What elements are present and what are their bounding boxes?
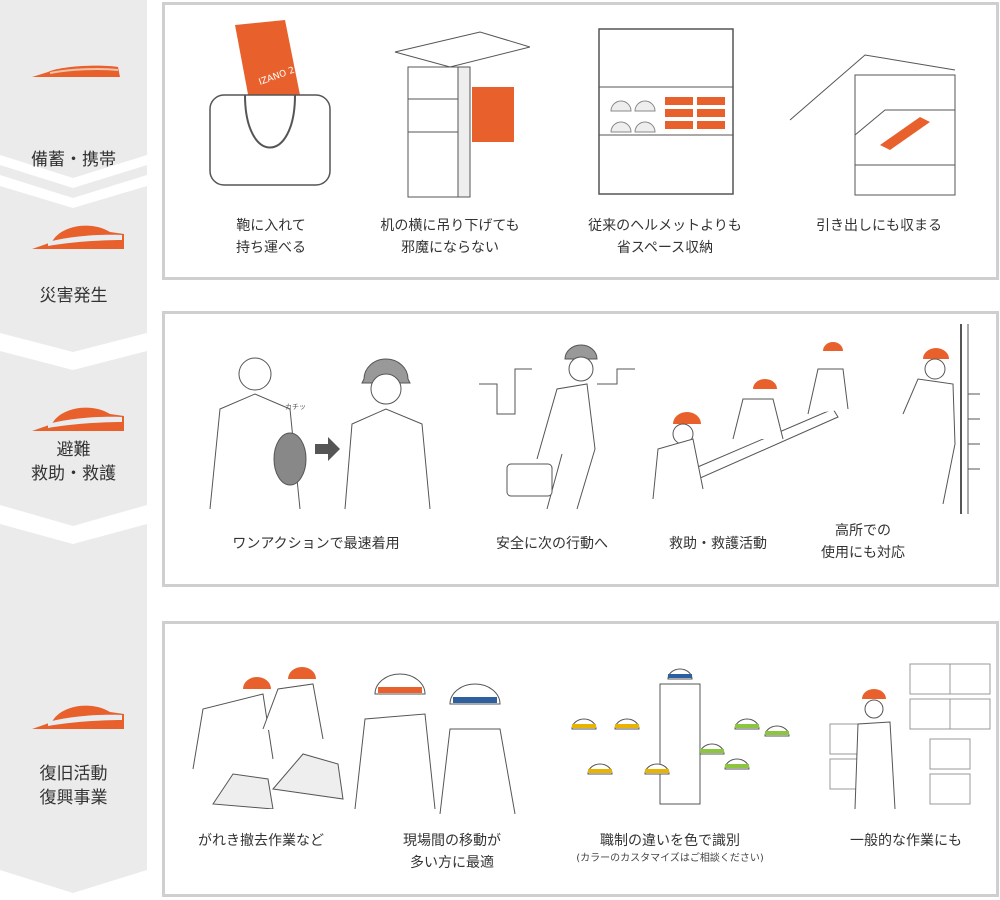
stage-text: 災害発生 [39, 286, 108, 306]
click-sound-text: カチッ [285, 403, 306, 411]
caption-text: 安全に次の行動へ [496, 536, 608, 552]
caption-text: 職制の違いを色で識別 [599, 833, 740, 849]
stage-text: 復興事業 [39, 788, 108, 808]
shelf-illustration [598, 28, 734, 195]
caption-text: 邪魔にならない [401, 240, 499, 256]
role-color-group-illustration [571, 668, 790, 805]
drawer-illustration [789, 54, 956, 196]
caption-text: 机の横に吊り下げても [380, 218, 520, 234]
caption-rescue: 救助・救護活動 [669, 533, 767, 555]
stage-text: 備蓄・携帯 [31, 150, 116, 170]
caption-text: 引き出しにも収まる [816, 218, 942, 234]
caption-text: 救助・救護活動 [669, 536, 767, 552]
caption-role-color: 職制の違いを色で識別 (カラーのカスタマイズはご相談ください) [576, 830, 764, 866]
stage-text: 救助・救護 [31, 464, 116, 484]
caption-note: (カラーのカスタマイズはご相談ください) [576, 853, 764, 864]
panel-recovery: がれき撤去作業など 現場間の移動が多い方に最適 職制の違いを色で識別 (カラーのカ… [162, 621, 999, 897]
caption-general-work: 一般的な作業にも [850, 830, 962, 852]
stage-label-evacuation: 避難救助・救護 [0, 438, 147, 486]
caption-text: 使用にも対応 [821, 545, 905, 561]
stage-text: 避難 [56, 440, 91, 460]
caption-text: 高所での [835, 523, 891, 539]
caption-text: 一般的な作業にも [850, 833, 962, 849]
climbing-ladder-illustration [902, 324, 980, 514]
helmet-icon [32, 407, 124, 431]
caption-drawer: 引き出しにも収まる [816, 215, 942, 237]
caption-space-saving: 従来のヘルメットよりも省スペース収納 [588, 215, 742, 259]
stage-label-stockpile: 備蓄・携帯 [0, 148, 147, 172]
caption-text: 従来のヘルメットよりも [588, 218, 742, 234]
caption-site-moving: 現場間の移動が多い方に最適 [403, 830, 501, 874]
wearing-helmet-illustration: カチッ [209, 357, 431, 509]
caption-text: がれき撤去作業など [198, 833, 324, 849]
caption-text: 鞄に入れて [236, 218, 306, 234]
caption-debris: がれき撤去作業など [198, 830, 324, 852]
desk-illustration [394, 31, 530, 198]
bag-illustration: IZANO 2 [209, 20, 331, 186]
caption-text: ワンアクションで最速着用 [232, 536, 400, 552]
caption-carry-in-bag: 鞄に入れて持ち運べる [236, 215, 306, 259]
caption-text: 多い方に最適 [410, 855, 494, 871]
stage-label-recovery: 復旧活動復興事業 [0, 762, 147, 810]
warehouse-work-illustration [829, 663, 991, 810]
debris-removal-illustration [192, 667, 344, 809]
rescue-stretcher-illustration [652, 342, 849, 500]
site-moving-illustration [354, 673, 516, 814]
caption-text: 現場間の移動が [403, 833, 501, 849]
panel-evacuation: カチッ ワンアクションで最速着用 安全に次の行動へ 救助・救護活動 高所での使用… [162, 311, 999, 587]
caption-high-place: 高所での使用にも対応 [821, 520, 905, 564]
caption-text: 持ち運べる [236, 240, 306, 256]
panel-stockpile: IZANO 2 鞄に入れて持ち運べる 机の横に吊り下げても邪魔にならない 従来の… [162, 2, 999, 280]
helmet-icon [32, 705, 124, 729]
helmet-icon [32, 225, 124, 249]
caption-one-action: ワンアクションで最速着用 [232, 533, 399, 555]
walking-person-illustration [479, 344, 635, 510]
arrow-right-icon [315, 437, 340, 461]
caption-hang-desk: 机の横に吊り下げても邪魔にならない [380, 215, 519, 259]
stage-text: 復旧活動 [39, 764, 108, 784]
caption-text: 省スペース収納 [616, 240, 714, 256]
stage-label-disaster: 災害発生 [0, 284, 147, 308]
folded-helmet-icon [32, 65, 120, 77]
caption-next-action: 安全に次の行動へ [496, 533, 608, 555]
